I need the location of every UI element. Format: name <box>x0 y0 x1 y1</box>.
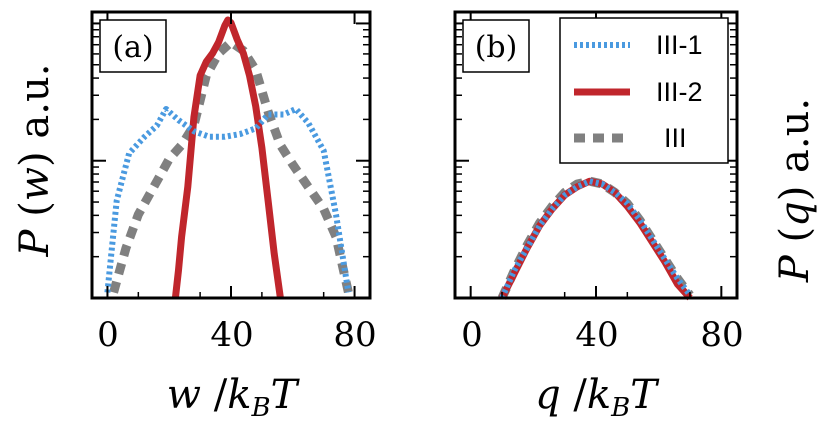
panel-a-series-iii <box>109 37 353 294</box>
panel-b-xlabel-slash: / <box>561 372 588 418</box>
panel-a-xlabel-var: w <box>167 372 201 418</box>
panel-b-xlabel-k: k <box>587 372 611 418</box>
legend-label-iii-2: III-2 <box>656 77 703 107</box>
panel-b-xlabel-sub: B <box>610 393 630 423</box>
panel-a-ylabel-var: w <box>12 167 58 201</box>
panel-b-series-iii-1 <box>499 178 693 300</box>
panel-a-tag-box <box>99 19 167 73</box>
panel-b-xlabel: q /kBT <box>535 372 660 423</box>
panel-a-ylabel-close: ) <box>12 151 58 167</box>
panel-b-xlabel-var: q <box>535 372 561 418</box>
panel-b: (b) III-1 III-2 III 0 40 80 q /kBT P (q)… <box>453 10 818 423</box>
panel-a-xtick-0: 0 <box>97 315 119 355</box>
panel-a-xtick-2: 80 <box>333 315 376 355</box>
panel-b-ylabel-close: ) <box>772 186 818 202</box>
legend-label-iii-1: III-1 <box>656 30 703 60</box>
panel-b-xtick-2: 80 <box>700 315 743 355</box>
panel-a-series-iii-1 <box>104 106 352 293</box>
panel-a-ylabel: P (w) a.u. <box>12 64 58 258</box>
panel-b-ylabel: P (q) a.u. <box>772 98 818 283</box>
panel-b-tag-box <box>462 19 530 73</box>
panel-b-xlabel-t: T <box>630 372 660 418</box>
panel-a-ylabel-open: ( <box>12 201 58 217</box>
panel-a-series-iii-2 <box>171 16 284 299</box>
panel-a-tag: (a) <box>112 30 153 65</box>
panel-a-ylabel-unit: a.u. <box>12 64 58 139</box>
panel-b-tag: (b) <box>475 30 518 65</box>
panel-b-ylabel-open: ( <box>772 227 818 243</box>
panel-a-xlabel-slash: / <box>201 372 228 418</box>
panel-a-xlabel-sub: B <box>250 393 270 423</box>
panel-b-lines <box>497 176 694 301</box>
panel-b-series-iii-2 <box>498 177 693 301</box>
panel-a: P (w) a.u. (a) 0 40 80 w /kBT <box>12 10 377 423</box>
panel-a-xtick-1: 40 <box>210 315 253 355</box>
panel-b-ylabel-unit: a.u. <box>772 98 818 173</box>
panel-b-ylabel-p: P <box>772 254 818 283</box>
panel-a-xlabel-t: T <box>271 372 301 418</box>
panel-a-xlabel: w /kBT <box>167 372 301 423</box>
panel-a-lines <box>104 16 353 299</box>
panel-a-xlabel-k: k <box>227 372 251 418</box>
panel-b-ylabel-var: q <box>772 201 818 227</box>
legend: III-1 III-2 III <box>559 17 729 164</box>
legend-label-iii: III <box>664 123 687 153</box>
panel-a-ylabel-p: P <box>12 228 58 257</box>
panel-b-xtick-1: 40 <box>575 315 618 355</box>
panel-b-xtick-0: 0 <box>461 315 483 355</box>
